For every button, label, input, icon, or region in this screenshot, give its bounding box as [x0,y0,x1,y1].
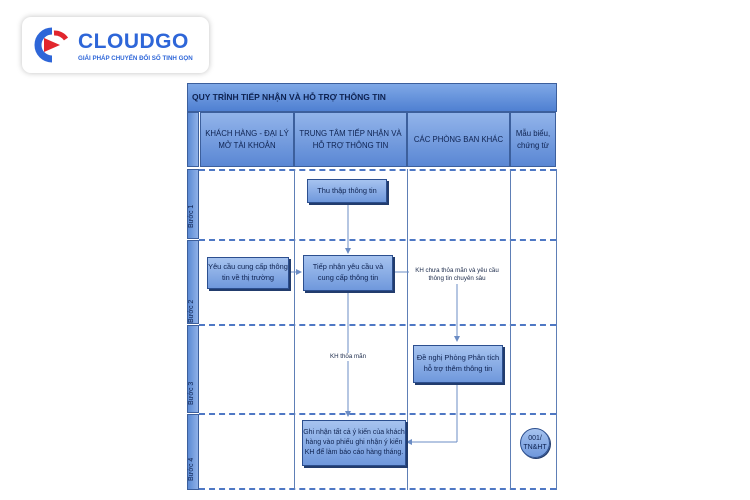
node-record-feedback: Ghi nhận tất cả ý kiến của khách hàng và… [302,420,406,466]
unsatisfied-label: KH chưa thỏa mãn và yêu cầu thông tin ch… [409,267,505,284]
satisfied-label: KH thỏa mãn [325,353,371,362]
step-2-strip [187,240,199,324]
node-form-001: 001/ TN&HT [520,428,550,458]
diagram-title-bar: QUY TRÌNH TIẾP NHẬN VÀ HỖ TRỢ THÔNG TIN [187,83,557,112]
row-divider [199,169,556,171]
cloudgo-logo: CLOUDGO GIẢI PHÁP CHUYỂN ĐỔI SỐ TINH GỌN [22,17,209,73]
row-divider [199,239,556,241]
row-divider [199,488,556,490]
column-header-forms: Mẫu biểu, chứng từ [510,112,556,167]
step-3-strip [187,325,199,413]
node-collect-info: Thu thập thông tin [307,179,387,203]
node-receive-request: Tiếp nhận yêu cầu và cung cấp thông tin [303,255,393,291]
diagram-title: QUY TRÌNH TIẾP NHẬN VÀ HỖ TRỢ THÔNG TIN [192,92,386,102]
step-1-strip [187,169,199,239]
row-divider [199,324,556,326]
column-header-departments: CÁC PHÒNG BAN KHÁC [407,112,510,167]
process-diagram: QUY TRÌNH TIẾP NHẬN VÀ HỖ TRỢ THÔNG TIN … [187,83,557,492]
column-divider [294,169,295,490]
logo-brand-name: CLOUDGO [78,30,189,53]
diagram-right-border [556,169,557,490]
column-header-customer: KHÁCH HÀNG - ĐẠI LÝ MỞ TÀI KHOẢN [200,112,294,167]
column-divider [407,169,408,490]
logo-tagline: GIẢI PHÁP CHUYỂN ĐỔI SỐ TINH GỌN [78,55,193,62]
row-divider [199,413,556,415]
header-lane-strip [187,112,199,167]
column-divider [510,169,511,490]
node-request-info: Yêu cầu cung cấp thông tin về thị trường [207,257,289,289]
cloudgo-logo-icon [34,27,69,63]
node-propose-support: Đề nghị Phòng Phân tích hỗ trợ thêm thôn… [413,345,503,383]
column-header-center: TRUNG TÂM TIẾP NHẬN VÀ HỖ TRỢ THÔNG TIN [294,112,407,167]
step-4-strip [187,414,199,490]
